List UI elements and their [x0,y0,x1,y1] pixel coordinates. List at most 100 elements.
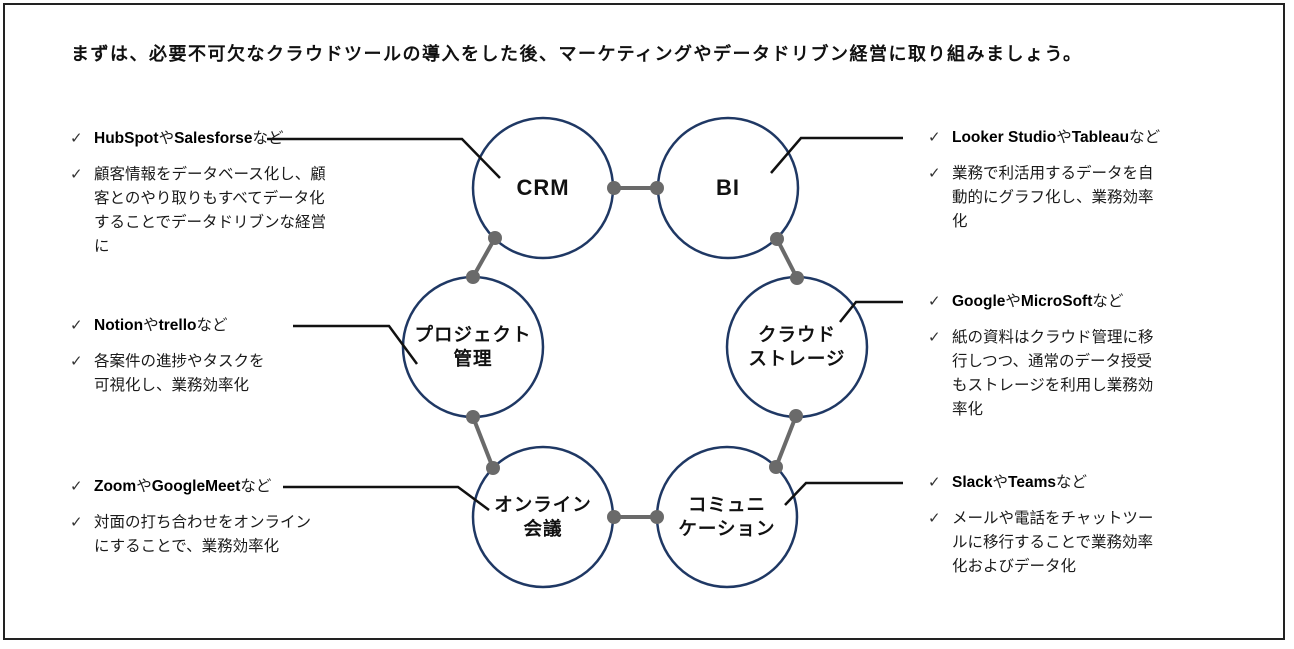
desc-line: 化 [952,213,968,230]
tool-suffix: など [240,478,272,495]
callout-tool-row: ✓ HubSpotやSalesforseなど [70,127,326,151]
desc-line: 化およびデータ化 [952,558,1077,575]
connector-project-crm [471,237,497,278]
callout-tool-row: ✓ GoogleやMicroSoftなど [928,290,1154,314]
callout-desc-row: ✓ 紙の資料はクラウド管理に移 行しつつ、通常のデータ授受 もストレージを利用し… [928,326,1154,422]
tool-name: Google [952,293,1006,310]
connector-dot [650,510,664,524]
tool-name: Salesforse [174,130,253,147]
tool-name: Looker Studio [952,129,1057,146]
callout-desc-text: 顧客情報をデータベース化し、顧 客とのやり取りもすべてデータ化 することでデータ… [94,163,326,259]
node-label-line: ケーション [678,518,776,539]
tool-separator: や [136,478,152,495]
tool-name: trello [158,317,197,334]
callout-line-communication [784,481,903,506]
node-label-cloud-storage: クラウド ストレージ [748,323,845,371]
tool-name: Tableau [1071,129,1130,146]
callout-desc-row: ✓ 対面の打ち合わせをオンライン にすることで、業務効率化 [70,511,311,559]
node-label-crm: CRM [516,175,570,200]
connector-dot [769,460,783,474]
callout-tool-row: ✓ Looker StudioやTableauなど [928,126,1160,150]
node-label-project-management: プロジェクト 管理 [414,323,531,371]
callout-desc-text: メールや電話をチャットツー ルに移行することで業務効率 化およびデータ化 [952,507,1153,579]
tool-separator: や [1056,129,1072,146]
check-icon: ✓ [70,353,83,370]
tool-name: Zoom [94,478,137,495]
callout-line-project [293,324,419,365]
callout-desc-row: ✓ 各案件の進捗やタスクを 可視化し、業務効率化 [70,350,265,398]
callout-desc-text: 業務で利活用するデータを自 動的にグラフ化し、業務効率 化 [952,162,1154,234]
connector-storage-communication [774,415,798,468]
callout-desc-row: ✓ メールや電話をチャットツー ルに移行することで業務効率 化およびデータ化 [928,507,1153,579]
slide-border [3,3,1285,640]
tool-separator: や [158,130,175,147]
connector-dot [770,232,784,246]
connector-dot [607,510,621,524]
callout-desc-text: 対面の打ち合わせをオンライン にすることで、業務効率化 [94,511,311,559]
check-icon: ✓ [70,478,83,495]
desc-line: 可視化し、業務効率化 [94,377,250,394]
tool-separator: や [992,474,1009,491]
callout-line-online [283,485,490,512]
callout-crm: ✓ HubSpotやSalesforseなど ✓ 顧客情報をデータベース化し、顧… [70,127,326,259]
tool-suffix: など [1056,474,1088,491]
callout-tool-text: GoogleやMicroSoftなど [952,290,1123,314]
node-label-line: 管理 [453,348,493,369]
desc-line: もストレージを利用し業務効 [952,377,1154,394]
node-label-online-meeting: オンライン 会議 [494,493,592,541]
callout-tool-text: ZoomやGoogleMeetなど [94,475,271,499]
node-label-communication: コミュニ ケーション [678,493,775,541]
tool-name: Notion [94,317,144,334]
callout-tool-text: Notionやtrelloなど [94,314,228,338]
callout-line-bi [770,136,903,174]
connector-dot [607,181,621,195]
tool-name: GoogleMeet [151,478,241,495]
check-icon: ✓ [928,293,941,310]
callout-desc-text: 各案件の進捗やタスクを 可視化し、業務効率化 [94,350,265,398]
callout-communication: ✓ SlackやTeamsなど ✓ メールや電話をチャットツー ルに移行すること… [928,471,1153,579]
callout-tool-row: ✓ SlackやTeamsなど [928,471,1153,495]
desc-line: 率化 [952,401,984,418]
node-label-line: ストレージ [748,348,846,369]
desc-line: メールや電話をチャットツー [952,510,1154,527]
desc-line: 動的にグラフ化し、業務効率 [952,189,1154,206]
desc-line: 顧客情報をデータベース化し、顧 [94,166,326,183]
callout-lines [267,136,903,512]
check-icon: ✓ [928,474,941,491]
connector-bi-storage [775,238,799,279]
tool-suffix: など [252,130,284,147]
check-icon: ✓ [70,130,83,147]
tool-separator: や [1005,293,1021,310]
callout-desc-row: ✓ 業務で利活用するデータを自 動的にグラフ化し、業務効率 化 [928,162,1160,234]
node-label-bi: BI [716,175,740,200]
check-icon: ✓ [70,166,83,183]
desc-line: 客とのやり取りもすべてデータ化 [94,190,325,207]
callout-tool-text: Looker StudioやTableauなど [952,126,1160,150]
node-label-line: クラウド [757,323,837,345]
check-icon: ✓ [70,514,83,531]
node-label-line: プロジェクト [414,323,532,345]
callout-tool-text: HubSpotやSalesforseなど [94,127,284,151]
node-label-line: 会議 [523,518,563,539]
desc-line: にすることで、業務効率化 [94,538,280,555]
callout-desc-row: ✓ 顧客情報をデータベース化し、顧 客とのやり取りもすべてデータ化 することでデ… [70,163,326,259]
tool-suffix: など [1129,129,1161,146]
callout-bi: ✓ Looker StudioやTableauなど ✓ 業務で利活用するデータを… [928,126,1160,234]
desc-line: 各案件の進捗やタスクを [94,353,265,370]
desc-line: 対面の打ち合わせをオンライン [94,514,312,531]
tool-name: HubSpot [94,130,159,147]
callout-desc-text: 紙の資料はクラウド管理に移 行しつつ、通常のデータ授受 もストレージを利用し業務… [952,326,1154,422]
callout-tool-row: ✓ ZoomやGoogleMeetなど [70,475,311,499]
connector-project-online [471,416,495,469]
tool-name: MicroSoft [1020,293,1093,310]
tool-separator: や [143,317,159,334]
slide-title: まずは、必要不可欠なクラウドツールの導入をした後、マーケティングやデータドリブン… [71,44,1083,64]
callout-cloud-storage: ✓ GoogleやMicroSoftなど ✓ 紙の資料はクラウド管理に移 行しつ… [928,290,1154,422]
tool-name: Teams [1008,474,1056,491]
ring-connectors [471,186,799,519]
connector-dot [486,461,500,475]
connector-dots [466,181,804,524]
desc-line: 紙の資料はクラウド管理に移 [952,329,1154,346]
node-label-line: コミュニ [687,493,767,515]
